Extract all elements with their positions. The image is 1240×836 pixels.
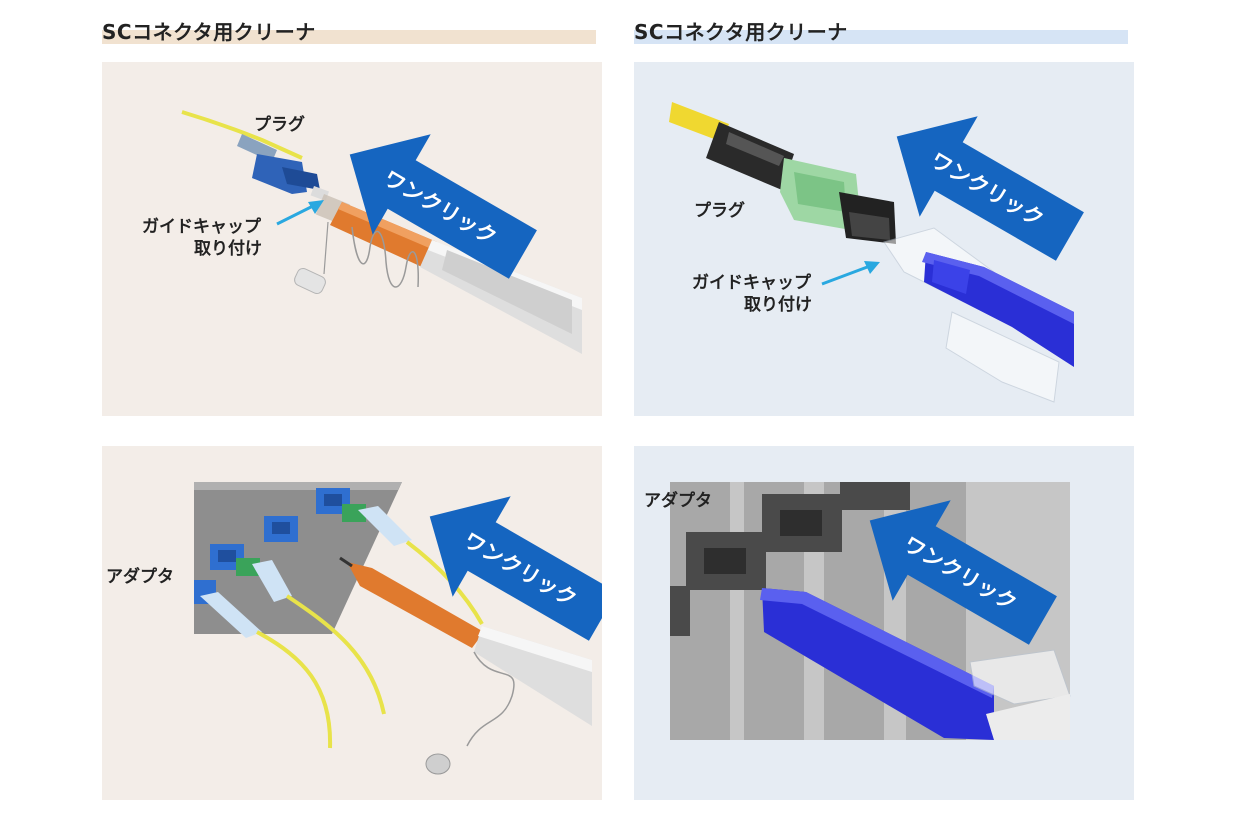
panel-bottom-right: ワンクリック アダプタ [634, 446, 1134, 800]
panel-top-left: ワンクリック プラグ ガイドキャップ 取り付け [102, 62, 602, 416]
guide-cap-label-line2: 取り付け [744, 295, 812, 315]
heading-left-text: SCコネクタ用クリーナ [102, 20, 316, 44]
illustration-sc-plug-cleaning: ワンクリック [181, 110, 582, 354]
plug-label: プラグ [694, 201, 745, 221]
heading-right-text: SCコネクタ用クリーナ [634, 20, 848, 44]
guide-cap-label-line1: ガイドキャップ [142, 217, 261, 237]
illustration-mpo-plug-cleaning: ワンクリック [669, 102, 1084, 403]
heading-left: SCコネクタ用クリーナ [102, 16, 596, 46]
guide-cap-label-line1: ガイドキャップ [692, 273, 811, 293]
adapter-label: アダプタ [644, 491, 712, 511]
heading-right-bar [634, 30, 1128, 44]
heading-right: SCコネクタ用クリーナ [634, 16, 1128, 46]
panel-bottom-left: ワンクリック アダプタ [102, 446, 602, 800]
illustration-sc-adapter-cleaning: ワンクリック [194, 482, 602, 775]
illustration-mpo-adapter-cleaning: ワンクリック [670, 482, 1071, 740]
heading-left-bar [102, 30, 596, 44]
panel-top-right: ワンクリック プラグ ガイドキャップ 取り付け [634, 62, 1134, 416]
plug-label: プラグ [254, 115, 305, 135]
guide-cap-label-line2: 取り付け [194, 239, 262, 259]
adapter-label: アダプタ [106, 567, 174, 587]
